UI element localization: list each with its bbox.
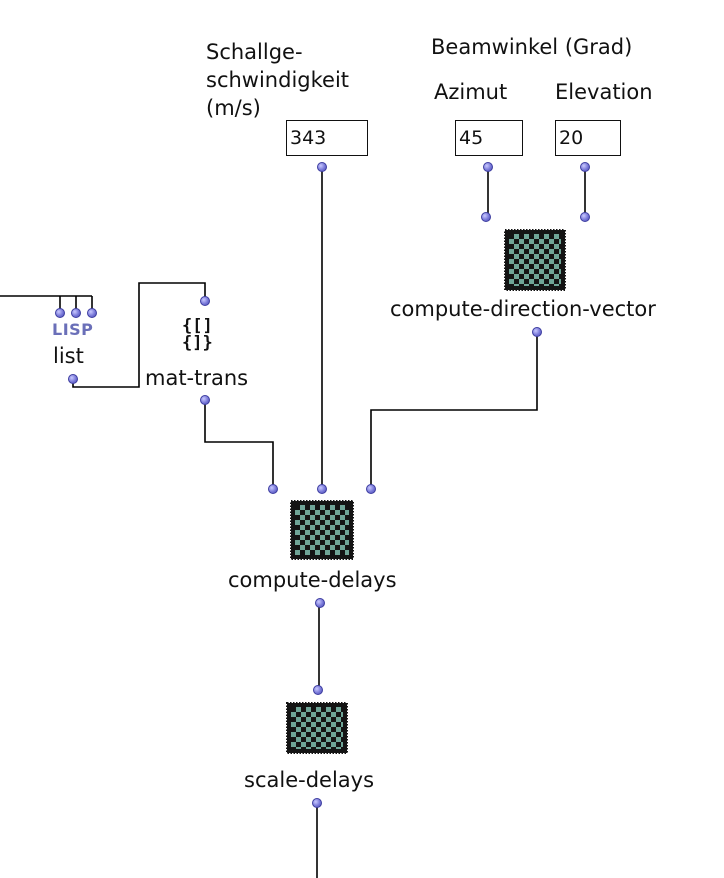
- list-inlet-1[interactable]: [55, 308, 65, 318]
- sound-speed-outlet[interactable]: [317, 162, 327, 172]
- azimuth-numbox[interactable]: 45: [455, 120, 523, 156]
- checker-icon: [286, 702, 348, 754]
- compute-delays-outlet[interactable]: [315, 598, 325, 608]
- list-outlet[interactable]: [68, 374, 78, 384]
- wire-mat-trans: [204, 400, 274, 489]
- direction-vector-inlet-elevation[interactable]: [580, 212, 590, 222]
- comment-elevation: Elevation: [555, 80, 653, 104]
- compute-delays-label: compute-delays: [228, 568, 397, 592]
- mat-trans-inlet[interactable]: [200, 296, 210, 306]
- checker-icon: [504, 229, 566, 291]
- direction-vector-abstraction-icon[interactable]: [504, 229, 566, 291]
- comment-beam-angle: Beamwinkel (Grad): [431, 35, 633, 59]
- scale-delays-label: scale-delays: [244, 768, 375, 792]
- mat-trans-outlet[interactable]: [200, 395, 210, 405]
- direction-vector-inlet-azimuth[interactable]: [481, 212, 491, 222]
- scale-delays-abstraction-icon[interactable]: [286, 702, 348, 754]
- lisp-icon[interactable]: LISP: [52, 320, 94, 339]
- azimuth-outlet[interactable]: [483, 162, 493, 172]
- direction-vector-label: compute-direction-vector: [390, 297, 656, 321]
- compute-delays-inlet-2[interactable]: [317, 484, 327, 494]
- sound-speed-numbox[interactable]: 343: [286, 120, 368, 156]
- elevation-numbox[interactable]: 20: [555, 120, 621, 156]
- list-label: list: [53, 344, 84, 368]
- comment-azimuth: Azimut: [434, 80, 508, 104]
- wire-direction-vector: [370, 332, 538, 489]
- elevation-outlet[interactable]: [580, 162, 590, 172]
- compute-delays-abstraction-icon[interactable]: [290, 500, 354, 560]
- mat-trans-label: mat-trans: [145, 366, 249, 390]
- checker-icon: [290, 500, 354, 560]
- list-inlet-3[interactable]: [87, 308, 97, 318]
- direction-vector-outlet[interactable]: [532, 327, 542, 337]
- matrix-transpose-icon[interactable]: {[] {]}: [182, 316, 213, 353]
- list-inlet-2[interactable]: [71, 308, 81, 318]
- scale-delays-inlet[interactable]: [313, 685, 323, 695]
- scale-delays-outlet[interactable]: [312, 798, 322, 808]
- comment-sound-speed: Schallge- schwindigkeit (m/s): [206, 40, 350, 120]
- compute-delays-inlet-1[interactable]: [268, 484, 278, 494]
- compute-delays-inlet-3[interactable]: [366, 484, 376, 494]
- wire-list-out: [72, 282, 206, 388]
